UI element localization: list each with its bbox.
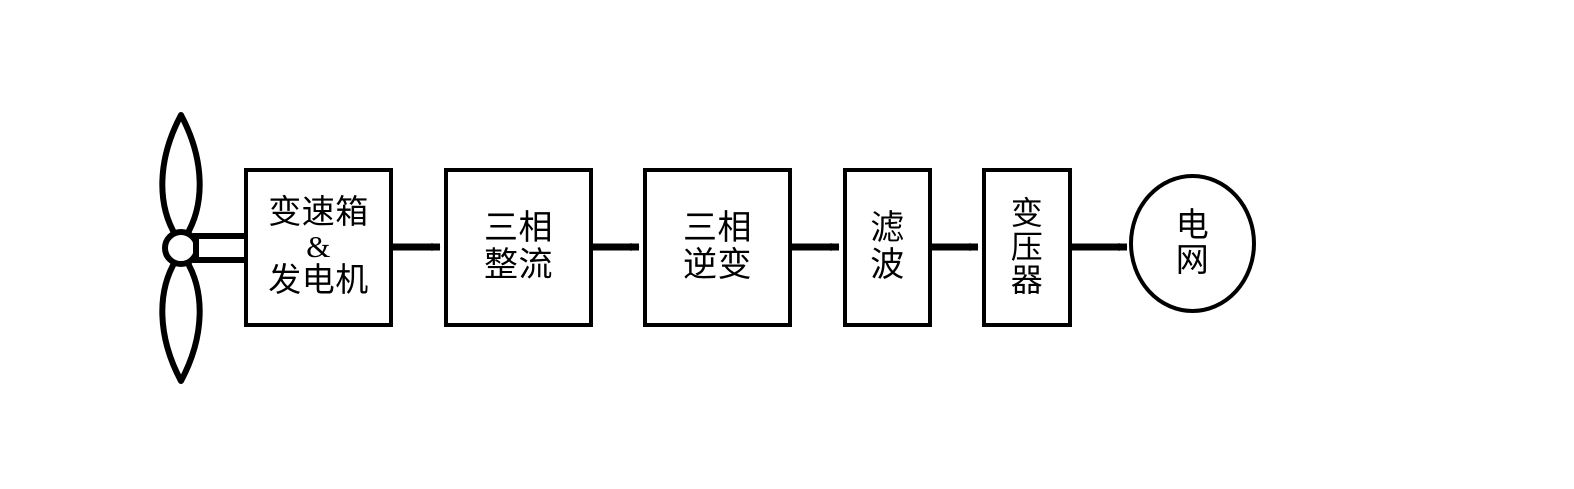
node-three-phase-rectifier-box[interactable] <box>444 168 593 327</box>
turbine-blade-upper <box>159 112 203 242</box>
node-three-phase-inverter-box[interactable] <box>643 168 792 327</box>
turbine-blade-lower <box>159 254 203 384</box>
drive-shaft <box>193 233 251 263</box>
wind-turbine-rotor <box>159 112 251 384</box>
node-filter-box[interactable] <box>843 168 932 327</box>
node-transformer-box[interactable] <box>982 168 1072 327</box>
node-power-grid-circle[interactable] <box>1129 174 1256 313</box>
node-gearbox-generator-box[interactable] <box>244 168 393 327</box>
turbine-hub-icon <box>162 229 200 267</box>
